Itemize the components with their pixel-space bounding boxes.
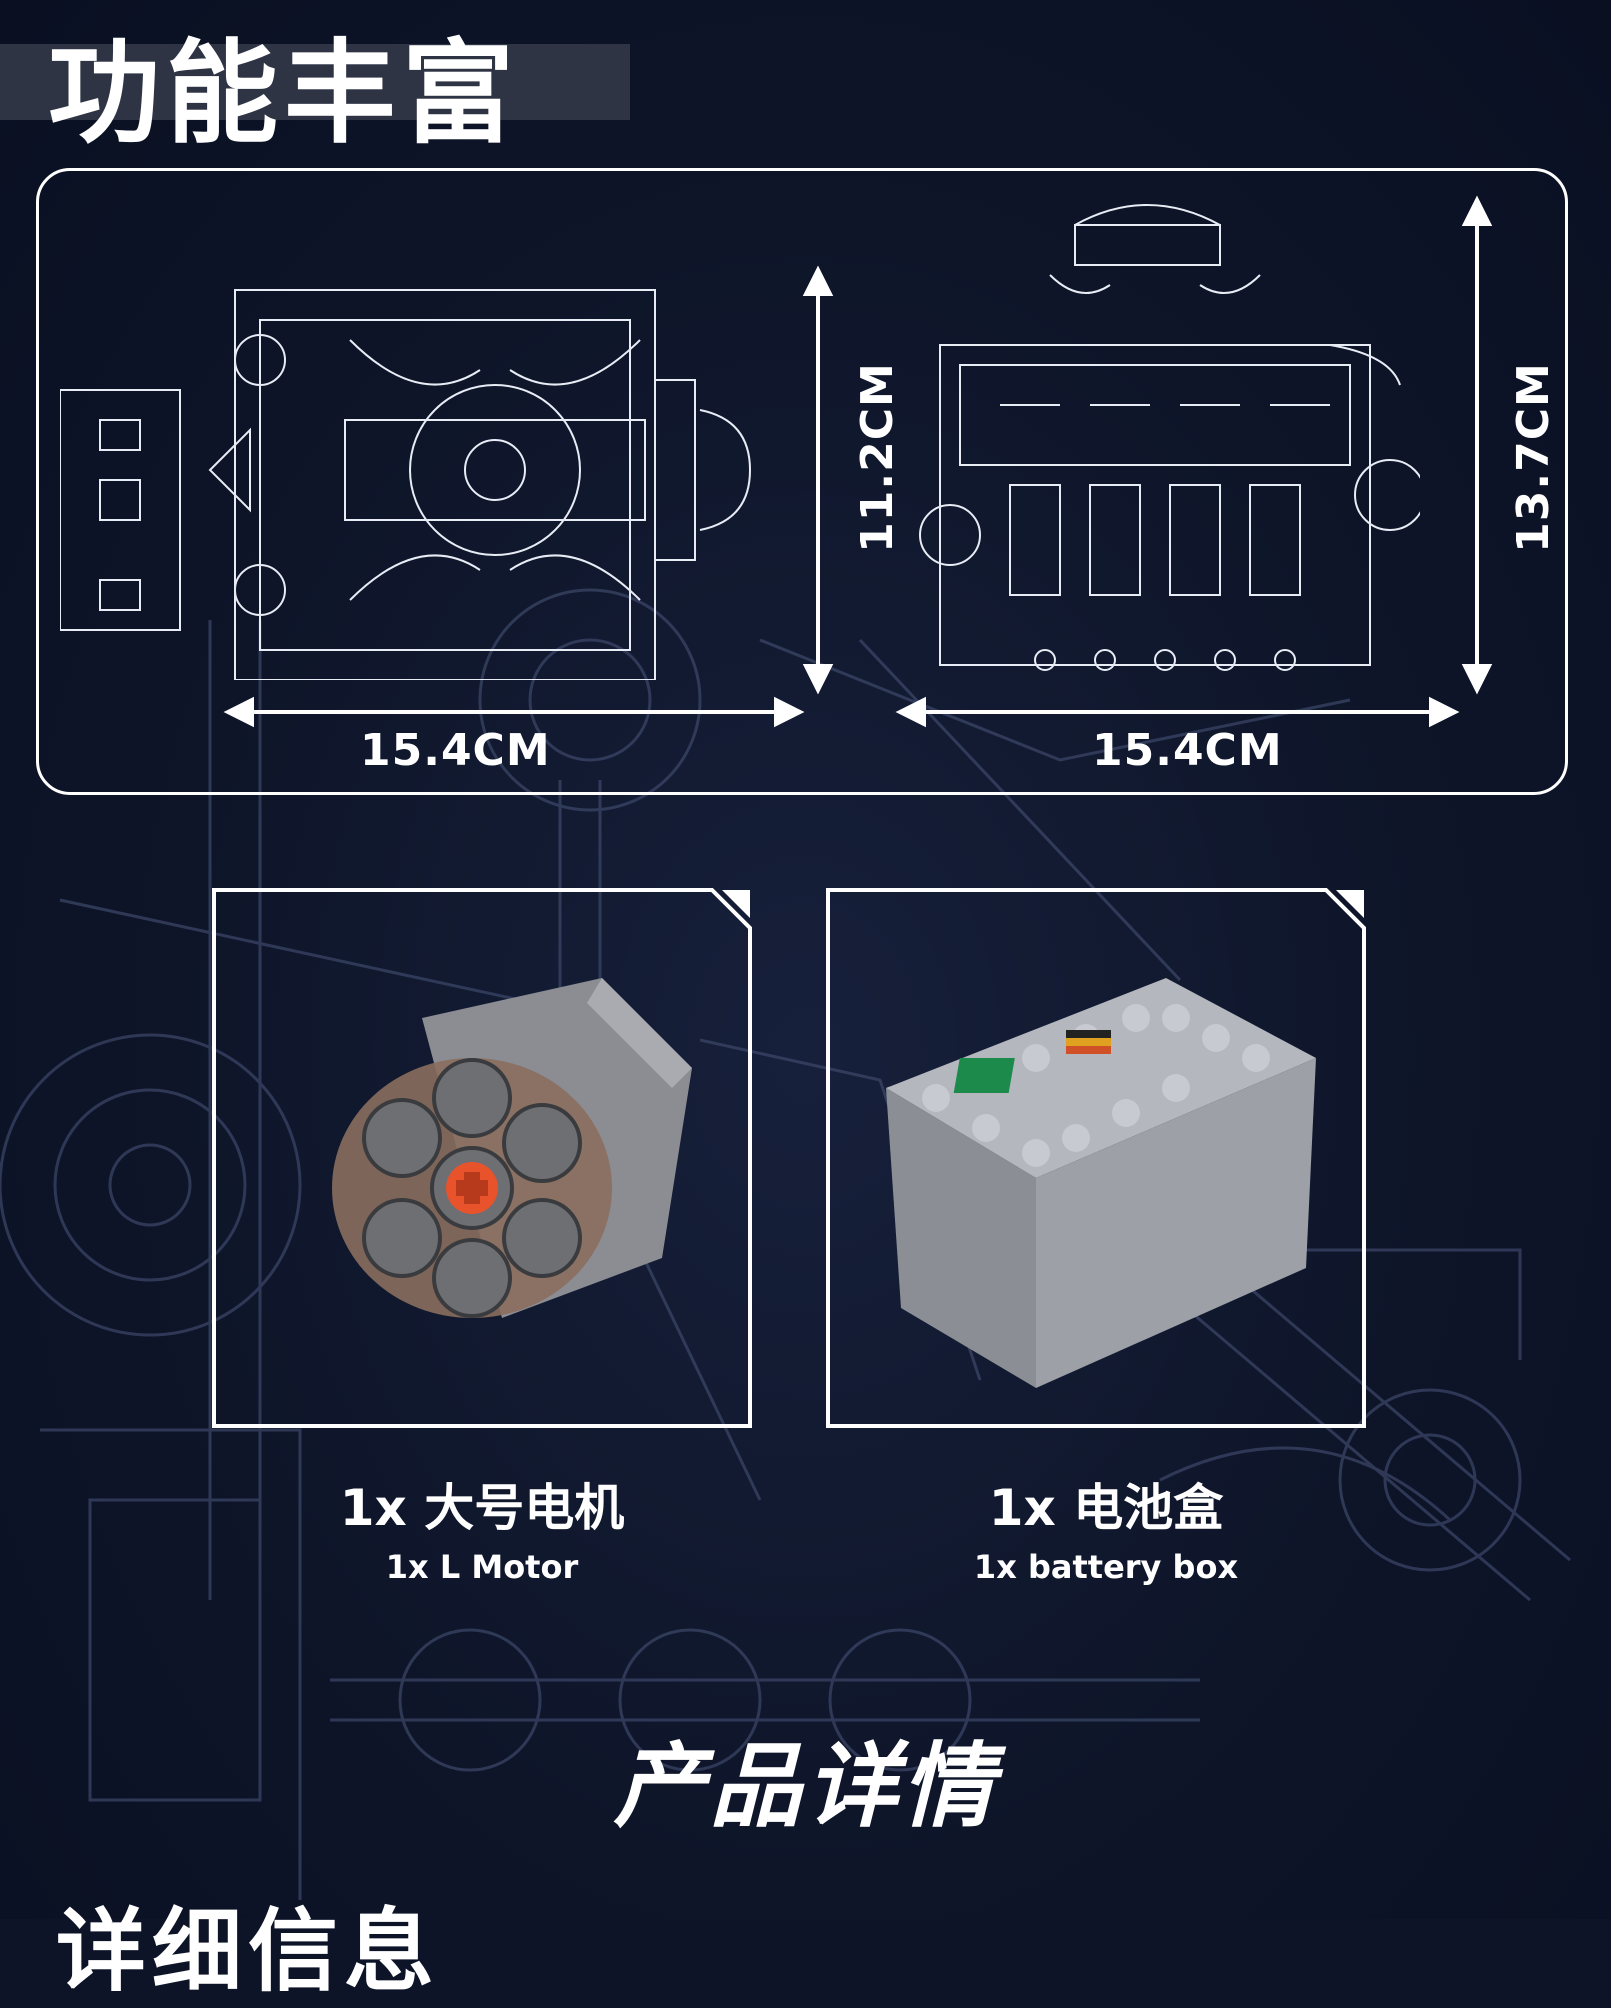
l-motor-image [332, 978, 692, 1318]
l-motor-card [212, 888, 752, 1428]
detailed-info-heading: 详细信息 [56, 1899, 440, 2004]
dimensions-panel [36, 168, 1568, 795]
battery-box-subtitle: 1x battery box [973, 1548, 1239, 1586]
card-frame [826, 888, 1366, 1428]
product-details-heading: 产品详情 [613, 1733, 998, 1840]
battery-box-card [826, 888, 1366, 1428]
side-view-height-label: 13.7CM [1507, 362, 1559, 553]
battery-box-image [886, 978, 1316, 1388]
l-motor-title: 1x 大号电机 [339, 1479, 625, 1537]
dimension-arrows [223, 195, 1493, 728]
side-view-width-label: 15.4CM [1092, 725, 1283, 776]
l-motor-subtitle: 1x L Motor [385, 1548, 579, 1586]
engine-side-view-drawing [919, 204, 1420, 671]
top-view-height-label: 11.2CM [851, 362, 903, 553]
engine-top-view-drawing [60, 289, 752, 680]
top-view-width-label: 15.4CM [360, 725, 551, 776]
section-title: 功能丰富 [48, 29, 520, 159]
card-frame [212, 888, 752, 1428]
battery-box-title: 1x 电池盒 [988, 1479, 1224, 1537]
section-title-bar: 功能丰富 [0, 38, 630, 150]
